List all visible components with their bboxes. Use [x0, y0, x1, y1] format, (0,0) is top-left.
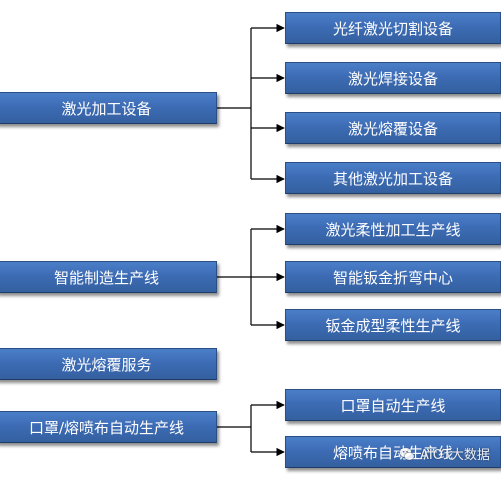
category-label: 激光加工设备 [61, 99, 152, 118]
category-box-smart-manufacturing: 智能制造生产线 [0, 261, 217, 293]
child-box: 激光柔性加工生产线 [285, 213, 501, 245]
child-box: 激光熔覆设备 [285, 112, 501, 144]
child-label: 其他激光加工设备 [332, 169, 453, 188]
child-label: 光纤激光切割设备 [332, 19, 453, 38]
category-label: 智能制造生产线 [53, 268, 159, 287]
child-box: 钣金成型柔性生产线 [285, 309, 501, 341]
child-box: 光纤激光切割设备 [285, 12, 501, 44]
category-box-laser-cladding-service: 激光熔覆服务 [0, 348, 217, 380]
category-box-mask-production: 口罩/熔喷布自动生产线 [0, 411, 217, 443]
child-label: 口罩自动生产线 [340, 396, 446, 415]
watermark: AIOT大数据 [398, 444, 490, 463]
watermark-text: AIOT大数据 [420, 448, 490, 463]
child-label: 熔喷布自动生产线 [332, 443, 453, 462]
child-box: 激光焊接设备 [285, 62, 501, 94]
child-label: 激光柔性加工生产线 [325, 220, 461, 239]
category-label: 激光熔覆服务 [61, 355, 152, 374]
child-box: 智能钣金折弯中心 [285, 261, 501, 293]
child-label: 钣金成型柔性生产线 [325, 316, 461, 335]
category-label: 口罩/熔喷布自动生产线 [28, 418, 185, 437]
child-label: 激光熔覆设备 [347, 119, 438, 138]
category-box-laser-equipment: 激光加工设备 [0, 92, 217, 124]
child-box: 口罩自动生产线 [285, 389, 501, 421]
child-label: 智能钣金折弯中心 [332, 268, 453, 287]
child-label: 激光焊接设备 [347, 69, 438, 88]
child-box: 其他激光加工设备 [285, 162, 501, 194]
wechat-icon [399, 446, 415, 460]
